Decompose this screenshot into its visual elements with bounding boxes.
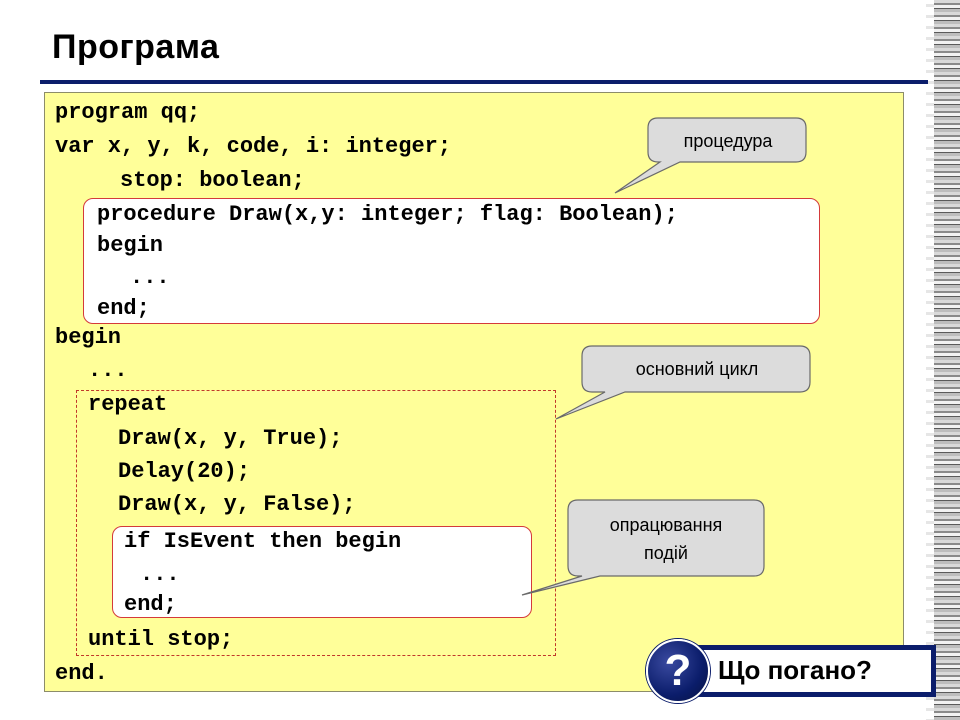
question-mark-icon[interactable]: ?	[646, 639, 710, 703]
question-label: Що погано?	[718, 655, 872, 685]
torn-edge-decoration	[926, 0, 960, 720]
main-loop-frame	[76, 390, 556, 656]
event-handling-frame	[112, 526, 532, 618]
title-underline	[40, 80, 928, 84]
code-line: stop: boolean;	[120, 168, 305, 193]
callout-bubble-main-loop	[555, 345, 811, 420]
code-line: end.	[55, 661, 108, 686]
slide-title: Програма	[52, 28, 220, 66]
code-line: if IsEvent then begin	[124, 529, 402, 554]
callout-bubble-events	[521, 499, 765, 596]
callout-label-main-loop: основний цикл	[635, 359, 759, 379]
code-line: end;	[124, 592, 177, 617]
code-line: ...	[88, 358, 128, 383]
code-line: until stop;	[88, 627, 234, 652]
code-line: ...	[130, 265, 170, 290]
code-line: Draw(x, y, False);	[118, 492, 356, 517]
procedure-frame	[83, 198, 820, 324]
code-line: repeat	[88, 392, 168, 417]
code-line: var x, y, k, code, i: integer;	[55, 134, 452, 159]
code-line: begin	[97, 233, 164, 258]
callout-label-procedure: процедура	[683, 131, 773, 151]
code-line: Delay(20);	[118, 459, 251, 484]
callout-bubble-procedure	[614, 117, 807, 194]
callout-label-events-line1: опрацювання	[609, 515, 723, 535]
code-line: ...	[140, 562, 180, 587]
question-banner-inner	[700, 648, 933, 694]
code-line: begin	[55, 325, 122, 350]
code-line: procedure Draw(x,y: integer; flag: Boole…	[97, 202, 678, 227]
code-line: Draw(x, y, True);	[118, 426, 343, 451]
callout-label-events-line2: подій	[644, 543, 688, 563]
code-line: program qq;	[55, 100, 201, 125]
code-line: end;	[97, 296, 150, 321]
